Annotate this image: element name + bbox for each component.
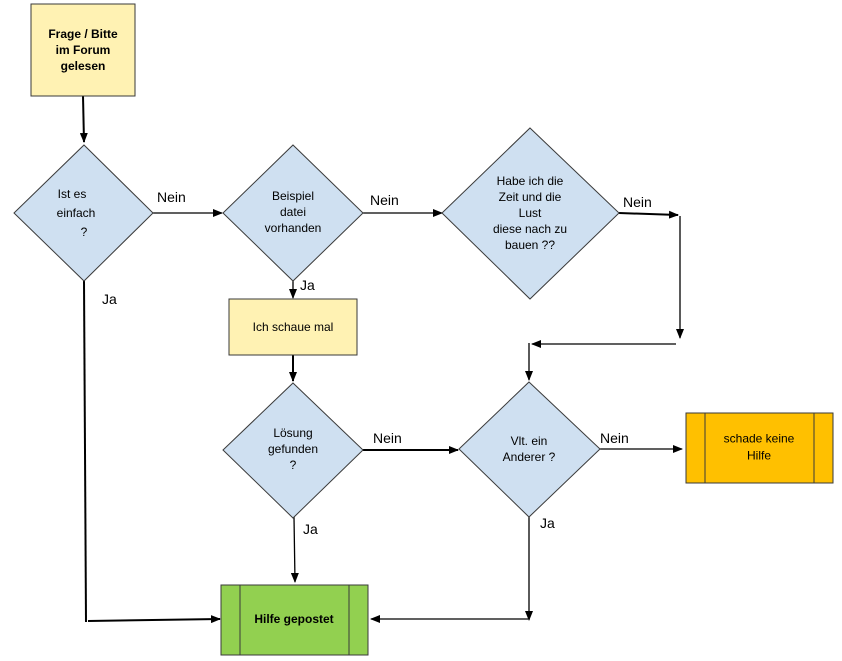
decision-easy-label-line-2: einfach [57,206,96,220]
decision-time-label-line-4: diese nach zu [493,222,567,236]
label-solution-no: Nein [373,430,402,446]
decision-example-label-line-2: datei [280,205,306,219]
process-look-label: Ich schaue mal [253,320,334,334]
process-look: Ich schaue mal [228,298,358,356]
end-no-help-label-line-2: Hilfe [747,449,771,463]
decision-example-shape [222,144,364,282]
edge-time-to-right [618,210,679,219]
decision-time-label-line-2: Zeit und die [499,190,562,204]
start-node: Frage / Bitte im Forum gelesen [30,3,136,97]
decision-example-label: Beispiel datei vorhanden [265,189,322,235]
decision-time-label-line-5: bauen ?? [505,238,555,252]
label-other-no: Nein [600,430,629,446]
edge-labels: Nein Ja Nein Ja Nein Nein Ja Nein Ja [102,189,652,537]
decision-example-label-line-3: vorhanden [265,221,322,235]
decision-example-label-line-1: Beispiel [272,189,314,203]
start-label: Frage / Bitte im Forum gelesen [48,27,118,73]
start-box [30,3,136,97]
label-easy-no: Nein [157,189,186,205]
edge-easy-down [83,280,87,623]
end-help-posted: Hilfe gepostet [220,584,369,656]
end-help-label: Hilfe gepostet [254,612,333,626]
label-other-yes: Ja [540,515,555,531]
edge-easy-to-help [87,615,221,624]
decision-other-label-line-1: Vlt. ein [511,434,548,448]
label-solution-yes: Ja [303,521,318,537]
decision-example: Beispiel datei vorhanden [222,144,364,282]
label-easy-yes: Ja [102,291,117,307]
start-label-line-1: Frage / Bitte [48,27,118,41]
edge-solution-to-help [290,516,299,583]
decision-solution-label-line-2: gefunden [268,442,318,456]
process-look-box [228,298,358,356]
end-no-help-box [685,412,834,484]
decision-solution: Lösung gefunden? [222,382,364,519]
decision-solution-label-line-1: Lösung [273,426,312,440]
decision-time-label-line-1: Habe ich die [497,174,564,188]
decision-easy-label-line-1: Ist es [58,187,87,201]
end-no-help-label-line-1: schade keine [724,432,795,446]
decision-other-shape [458,381,601,518]
connectors [79,95,684,624]
edge-start-to-easy [79,95,88,143]
decision-solution-label-line-3: ? [290,458,297,472]
label-example-yes: Ja [300,277,315,293]
decision-easy: Ist es einfach? [13,144,154,282]
decision-other-label-line-2: Anderer ? [503,450,556,464]
decision-easy-label: Ist es einfach? [57,187,96,239]
decision-easy-shape [13,144,154,282]
label-time-no: Nein [623,194,652,210]
decision-solution-label: Lösung gefunden? [268,426,318,472]
decision-solution-shape [222,382,364,519]
end-help-box [220,584,369,656]
decision-easy-label-line-3: ? [81,225,88,239]
decision-time-shape [441,127,620,300]
label-example-no: Nein [370,192,399,208]
decision-time-label-line-3: Lust [519,206,542,220]
process-look-label-line-1: Ich schaue mal [253,320,334,334]
end-help-label-line-1: Hilfe gepostet [254,612,333,626]
start-label-line-3: gelesen [61,59,106,73]
start-label-line-2: im Forum [56,43,111,57]
